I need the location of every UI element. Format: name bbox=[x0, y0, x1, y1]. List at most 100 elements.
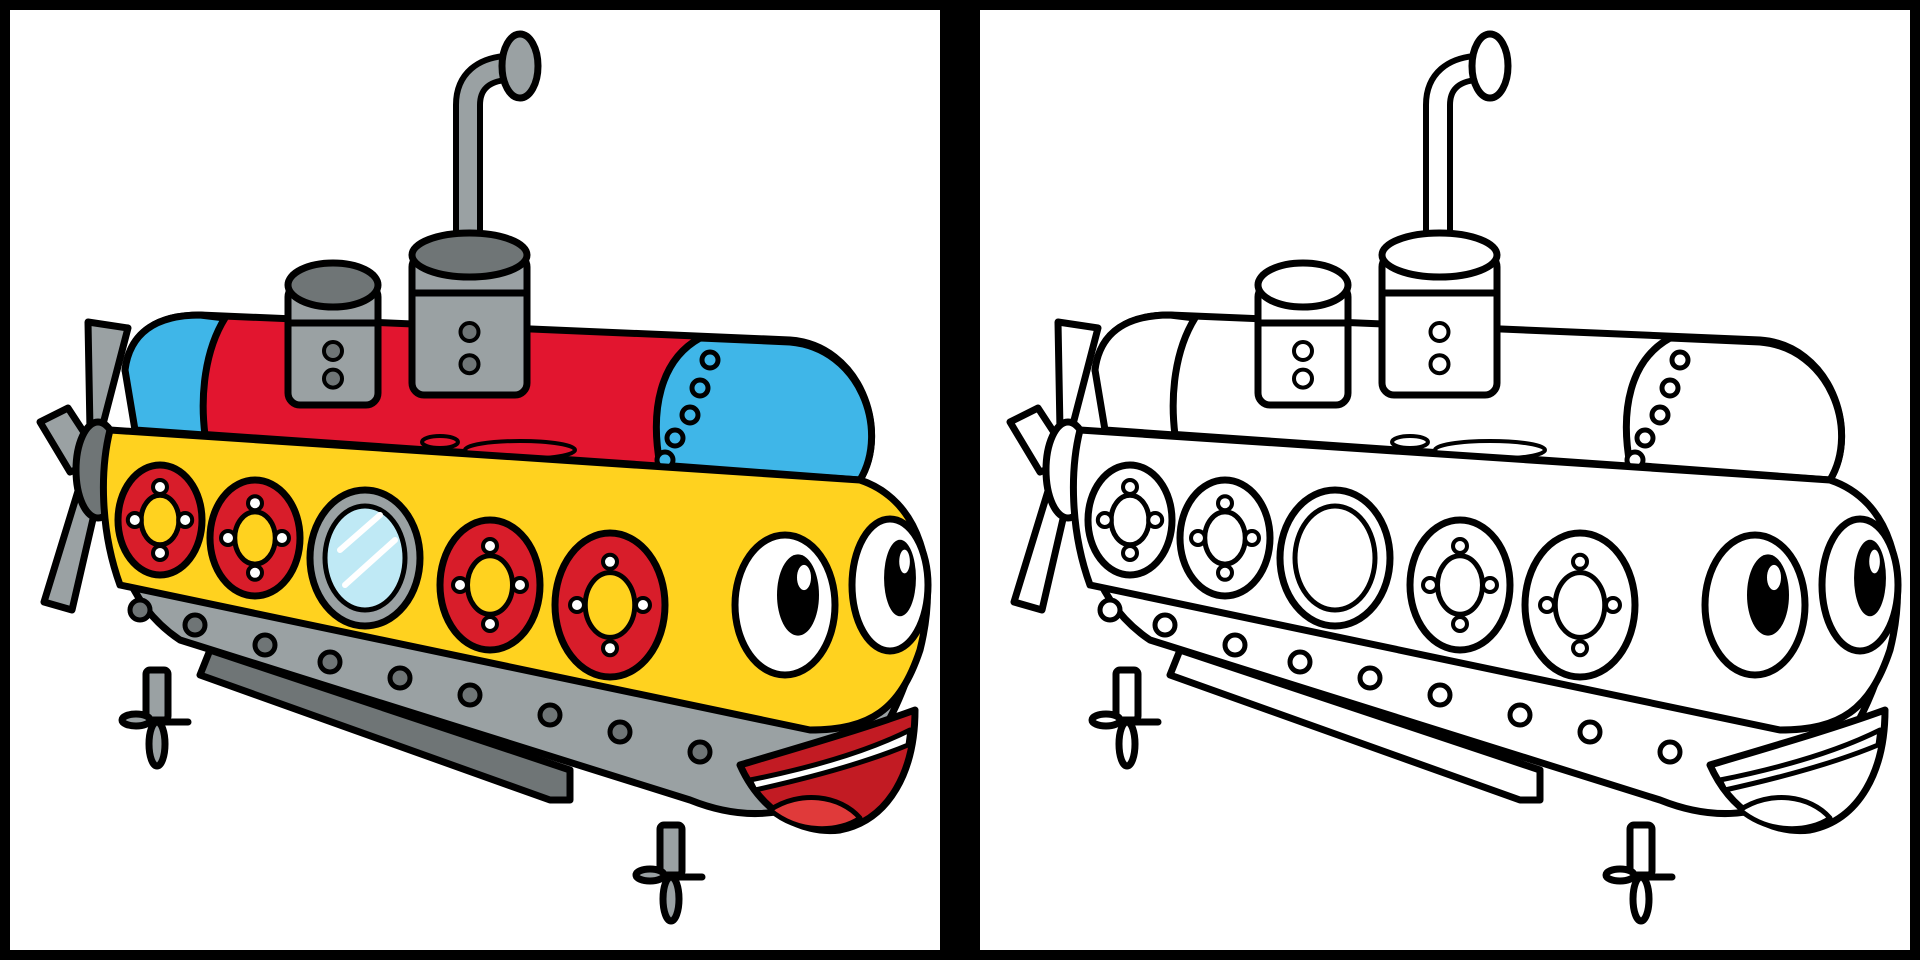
periscope-shaft bbox=[459, 59, 514, 279]
periscope-lens bbox=[498, 30, 542, 102]
porthole-bolt bbox=[151, 544, 169, 562]
porthole-bolt bbox=[1095, 511, 1114, 529]
porthole-center bbox=[232, 509, 278, 567]
rivet bbox=[607, 719, 633, 745]
porthole-bolt bbox=[1571, 639, 1589, 658]
leg-propeller bbox=[145, 718, 169, 770]
porthole-bolt bbox=[1538, 596, 1556, 614]
rivet bbox=[689, 377, 711, 399]
rivet bbox=[1152, 612, 1178, 638]
porthole-bolt bbox=[1216, 494, 1234, 513]
eye-highlight bbox=[899, 549, 910, 574]
tower-lid bbox=[1378, 229, 1501, 281]
eye-pupil bbox=[777, 554, 819, 636]
porthole-bolt bbox=[481, 537, 499, 555]
rivet bbox=[458, 353, 481, 376]
mouth-teeth bbox=[747, 727, 913, 793]
colored-submarine-illustration bbox=[36, 30, 932, 925]
eye-icon bbox=[731, 531, 839, 679]
tower-right bbox=[408, 229, 531, 399]
rivet bbox=[317, 649, 343, 675]
bottom-propeller-left bbox=[1088, 666, 1162, 770]
rivet bbox=[1287, 649, 1313, 675]
rivet bbox=[322, 367, 344, 390]
eye-highlight bbox=[1767, 564, 1781, 591]
porthole-bolt bbox=[1216, 563, 1234, 582]
rivet bbox=[1428, 353, 1451, 376]
porthole-bolt bbox=[1451, 537, 1469, 555]
eye-icon bbox=[1701, 531, 1809, 679]
porthole-icon bbox=[1176, 476, 1274, 600]
leg-propeller bbox=[118, 710, 154, 730]
rivet bbox=[1292, 367, 1314, 390]
leg-propeller bbox=[1602, 865, 1638, 885]
rivet bbox=[1577, 719, 1603, 745]
rivet bbox=[1428, 321, 1451, 343]
porthole-bolt bbox=[1189, 529, 1207, 547]
eye-pupil bbox=[1854, 539, 1886, 617]
rivet bbox=[1427, 682, 1453, 708]
porthole-bolt bbox=[1481, 576, 1499, 594]
porthole-icon bbox=[1521, 529, 1639, 681]
rivet bbox=[537, 702, 563, 728]
rivet bbox=[687, 739, 713, 765]
porthole-icon bbox=[436, 516, 544, 654]
porthole-bolt bbox=[176, 511, 195, 529]
mouth-tongue bbox=[767, 795, 863, 832]
porthole-bolt bbox=[1451, 615, 1469, 633]
mouth-tongue bbox=[1737, 795, 1833, 832]
rivet bbox=[1634, 427, 1656, 449]
tower-lid bbox=[408, 229, 531, 281]
periscope-lens bbox=[1468, 30, 1512, 102]
rivet bbox=[1507, 702, 1533, 728]
bottom-propeller-right bbox=[1602, 821, 1676, 925]
leg-strut bbox=[1112, 666, 1142, 724]
hull-rear-cap bbox=[1091, 311, 1199, 439]
rivet bbox=[1659, 377, 1681, 399]
eye-pupil bbox=[884, 539, 916, 617]
porthole-center bbox=[465, 553, 515, 617]
propeller-blade bbox=[1054, 318, 1102, 434]
hull-rear-cap bbox=[121, 311, 229, 439]
submarine-illustration bbox=[1006, 30, 1902, 925]
porthole-bolt bbox=[246, 563, 264, 582]
porthole-icon bbox=[1084, 461, 1176, 579]
propeller-blade bbox=[84, 318, 132, 434]
porthole-bolt bbox=[1604, 596, 1622, 614]
porthole-bolt bbox=[219, 529, 237, 547]
tower-right bbox=[1378, 229, 1501, 399]
porthole-center bbox=[1435, 553, 1485, 617]
leg-propeller bbox=[1629, 873, 1653, 925]
porthole-icon bbox=[551, 529, 669, 681]
eye-icon bbox=[848, 515, 932, 655]
leg-propeller bbox=[1115, 718, 1139, 770]
porthole-bolt bbox=[451, 576, 469, 594]
porthole-bolt bbox=[125, 511, 144, 529]
porthole-bolt bbox=[568, 596, 586, 614]
porthole-bolt bbox=[601, 639, 619, 658]
eye-highlight bbox=[797, 564, 811, 591]
rivet bbox=[699, 349, 721, 371]
rivet bbox=[322, 340, 344, 362]
porthole-bolt bbox=[634, 596, 652, 614]
porthole-center bbox=[1552, 570, 1608, 640]
leg-strut bbox=[1626, 821, 1656, 879]
leg-strut bbox=[142, 666, 172, 724]
porthole-bolt bbox=[481, 615, 499, 633]
mouth-teeth bbox=[1717, 727, 1883, 793]
porthole-icon bbox=[1406, 516, 1514, 654]
porthole-icon bbox=[1276, 486, 1394, 630]
bottom-propeller-right bbox=[632, 821, 706, 925]
hull-vent bbox=[420, 434, 460, 450]
eye-icon bbox=[1818, 515, 1902, 655]
rivet bbox=[1657, 739, 1683, 765]
tower-lid bbox=[284, 259, 382, 311]
rivet bbox=[664, 427, 686, 449]
tower-left bbox=[284, 259, 382, 409]
submarine-keel bbox=[196, 646, 574, 804]
bottom-propeller-left bbox=[118, 666, 192, 770]
eye-highlight bbox=[1869, 549, 1880, 574]
periscope-icon bbox=[453, 30, 542, 285]
porthole-center bbox=[138, 492, 182, 548]
